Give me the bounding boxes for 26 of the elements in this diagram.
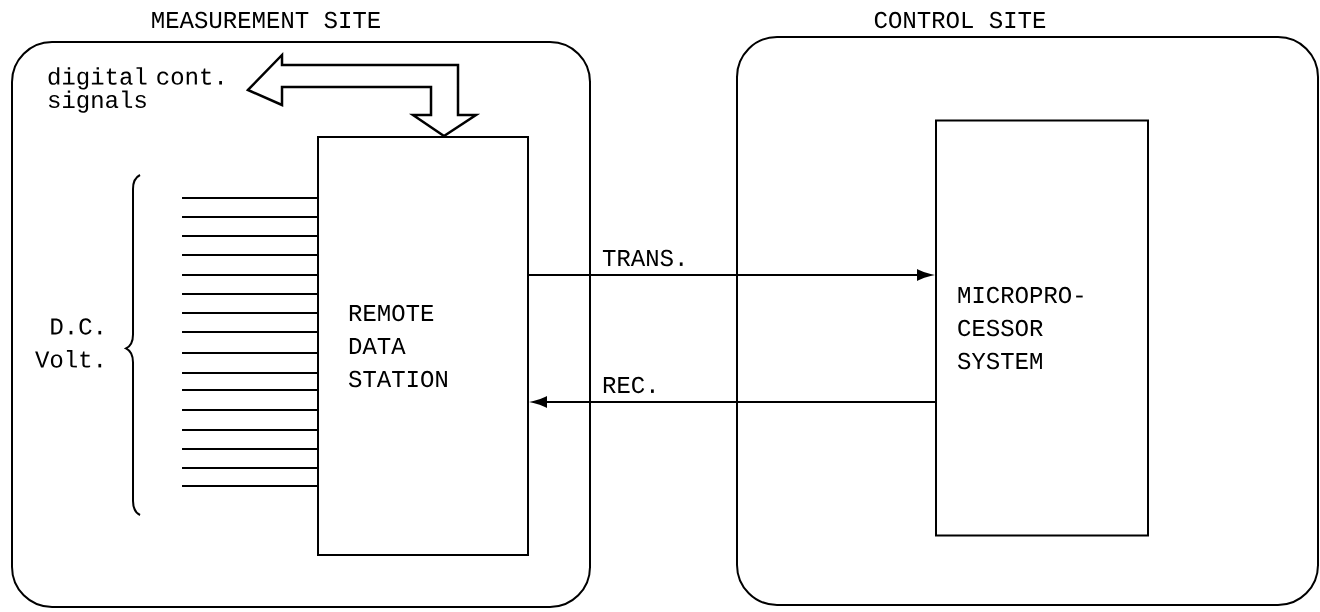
node-label: MEASUREMENT SITE — [152, 11, 380, 29]
input-line — [181, 389, 318, 391]
block-box: REMOTE DATA STATION — [317, 136, 529, 556]
input-line — [181, 409, 318, 411]
input-line — [181, 467, 318, 469]
edge-label: REC. — [603, 376, 654, 394]
input-line — [181, 372, 318, 374]
input-line — [181, 216, 318, 218]
input-line — [181, 429, 318, 431]
signal-label: digital cont. signals — [48, 67, 222, 113]
input-line — [181, 331, 318, 333]
input-line — [181, 485, 318, 487]
input-line — [181, 312, 318, 314]
signal-arrow — [532, 396, 936, 408]
input-line — [181, 274, 318, 276]
input-line — [181, 352, 318, 354]
block-box: MICROPRO- CESSOR SYSTEM — [935, 119, 1149, 537]
signal-arrow — [528, 269, 932, 281]
input-line — [181, 448, 318, 450]
input-line — [181, 293, 318, 295]
edge-label: TRANS. — [602, 249, 683, 267]
brace-label: D.C. Volt. — [35, 318, 102, 368]
input-line — [181, 197, 318, 199]
input-line — [181, 254, 318, 256]
node-label: CONTROL SITE — [874, 11, 1046, 29]
input-line — [181, 235, 318, 237]
